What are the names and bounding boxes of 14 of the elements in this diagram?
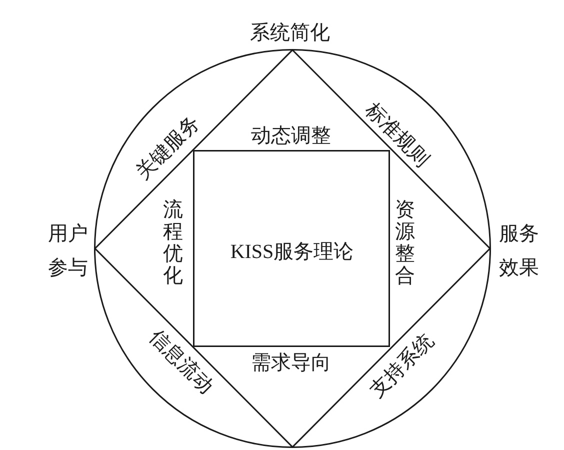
side-label: 流程优化: [163, 199, 183, 287]
side-label: 需求导向: [251, 352, 331, 374]
side-label: 动态调整: [251, 125, 331, 147]
circle-diamond-drawing: [94, 49, 491, 448]
square-frame: [193, 150, 390, 347]
vertex-label: 用户参与: [48, 222, 88, 281]
diagonal-label: 标准规则: [360, 98, 434, 172]
center-title: KISS服务理论: [230, 241, 354, 263]
diagonal-label: 支持系统: [366, 330, 438, 402]
diagonal-label: 关键服务: [132, 112, 204, 184]
side-label: 资源整合: [395, 199, 415, 287]
vertex-label: 服务效果: [498, 222, 540, 281]
vertex-label: 系统简化: [250, 22, 330, 44]
diagonal-label: 信息流动: [144, 326, 218, 398]
